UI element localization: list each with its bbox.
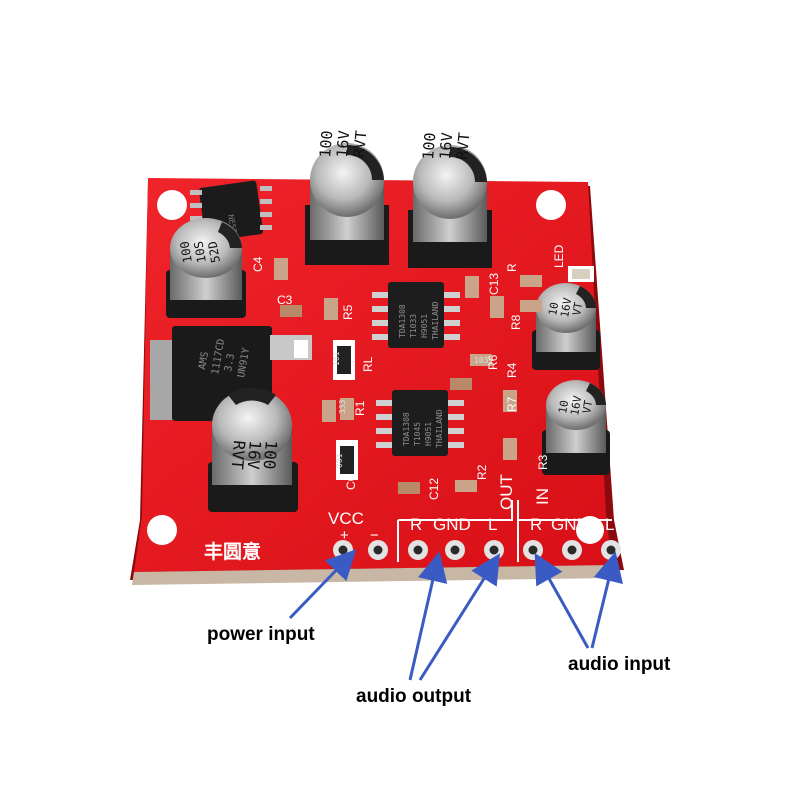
label-in-r: R — [530, 515, 542, 534]
svg-text:RVT: RVT — [227, 440, 248, 471]
label-minus: − — [370, 527, 379, 544]
svg-text:C4: C4 — [251, 256, 265, 272]
label-out-l: L — [488, 515, 497, 534]
svg-text:VT: VT — [580, 399, 595, 415]
svg-text:10S: 10S — [191, 240, 209, 264]
arrow-in-r — [534, 552, 590, 649]
svg-text:R: R — [505, 263, 519, 272]
svg-text:333: 333 — [338, 399, 347, 414]
brand-label: 丰圆意 — [204, 540, 261, 563]
svg-text:VT: VT — [570, 301, 585, 317]
header-pin — [601, 540, 621, 560]
svg-text:16V: 16V — [436, 132, 456, 161]
svg-text:LED: LED — [552, 244, 566, 268]
arrow-out-l — [418, 553, 501, 681]
svg-text:C3: C3 — [277, 293, 293, 307]
resistor-codes: 101 001 333 103 — [332, 351, 489, 468]
amplifier-chip-upper: TDA1308 T1033 H9051 THAILAND — [372, 282, 460, 348]
amplifier-chip-lower: TDA1308 T1045 H9051 THAILAND — [376, 390, 464, 456]
svg-text:103: 103 — [474, 356, 489, 365]
svg-text:T1033: T1033 — [409, 314, 418, 338]
svg-text:101: 101 — [332, 351, 341, 366]
header-pin — [562, 540, 582, 560]
svg-text:TDA1308: TDA1308 — [398, 304, 407, 338]
svg-text:H9051: H9051 — [420, 314, 429, 338]
regulator-line3: 3.3 — [223, 353, 237, 373]
capacitor-top-left: 100 16V RVT — [305, 130, 389, 265]
label-vcc: VCC — [328, 509, 364, 528]
mounting-holes — [147, 190, 604, 545]
regulator-line1: AMS — [197, 351, 211, 371]
svg-text:R5: R5 — [341, 304, 355, 320]
arrow-in-l — [590, 551, 624, 649]
svg-text:100: 100 — [177, 240, 195, 264]
svg-text:THAILAND: THAILAND — [435, 409, 444, 448]
regulator-line4: UN91Y — [236, 347, 252, 379]
capacitor-bottom: 100 16V RVT — [208, 387, 298, 512]
header-pin — [523, 540, 543, 560]
label-out-r: R — [410, 515, 422, 534]
svg-text:10: 10 — [546, 301, 561, 316]
svg-text:H9051: H9051 — [424, 422, 433, 446]
power-input-label: power input — [207, 624, 315, 645]
label-in-gnd: GND — [551, 515, 589, 534]
svg-text:16V: 16V — [243, 440, 264, 471]
capacitor-small-bottom: 10 16V VT — [542, 380, 610, 475]
svg-text:RVT: RVT — [350, 130, 370, 159]
svg-text:THAILAND: THAILAND — [431, 301, 440, 340]
callout-arrows — [288, 549, 624, 681]
header-pin — [445, 540, 465, 560]
audio-output-label: audio output — [356, 686, 472, 707]
header-pin — [333, 540, 353, 560]
header-silk-outlines — [397, 500, 612, 562]
label-out: OUT — [497, 474, 516, 510]
capacitor-small-top: 10 16V VT — [532, 283, 600, 370]
svg-text:R4: R4 — [505, 362, 519, 378]
svg-text:RL: RL — [361, 356, 375, 372]
capacitor-top-right: 100 16V RVT — [408, 132, 492, 268]
svg-text:RVT: RVT — [453, 132, 473, 161]
label-plus: + — [340, 527, 349, 544]
svg-text:100: 100 — [259, 440, 280, 470]
svg-text:R6: R6 — [486, 354, 500, 370]
audio-input-label: audio input — [568, 654, 671, 675]
capacitor-left: 100 10S 52D — [166, 218, 246, 318]
svg-text:16V: 16V — [568, 394, 584, 416]
label-in: IN — [533, 488, 552, 505]
svg-text:R7: R7 — [505, 396, 519, 412]
svg-text:16V: 16V — [333, 130, 353, 159]
svg-text:52D: 52D — [205, 240, 223, 264]
svg-text:C6: C6 — [344, 474, 358, 490]
svg-text:10: 10 — [556, 399, 571, 414]
smd-components — [274, 258, 594, 494]
svg-text:R8: R8 — [509, 314, 523, 330]
svg-text:C12: C12 — [427, 478, 441, 500]
svg-text:T1045: T1045 — [413, 422, 422, 446]
label-out-gnd: GND — [433, 515, 471, 534]
header-pin — [368, 540, 388, 560]
svg-text:TDA1308: TDA1308 — [402, 412, 411, 446]
svg-text:R3: R3 — [536, 454, 550, 470]
svg-text:100: 100 — [419, 132, 439, 161]
svg-text:16V: 16V — [558, 296, 574, 318]
header-labels: VCC + − R GND L OUT R GND L IN 丰圆意 — [204, 474, 614, 563]
arrow-power — [288, 549, 357, 620]
label-in-l: L — [605, 515, 614, 534]
silkscreen-labels: C4 C3 R5 C13 R8 R4 R6 RL R1 R7 R3 C12 R2… — [251, 244, 566, 500]
header-pin — [408, 540, 428, 560]
svg-text:R1: R1 — [353, 400, 367, 416]
svg-text:100: 100 — [316, 130, 336, 159]
svg-text:R2: R2 — [475, 464, 489, 480]
arrow-out-r — [408, 551, 448, 681]
svg-text:001: 001 — [335, 453, 344, 468]
svg-text:C13: C13 — [487, 273, 501, 295]
header-pin — [484, 540, 504, 560]
